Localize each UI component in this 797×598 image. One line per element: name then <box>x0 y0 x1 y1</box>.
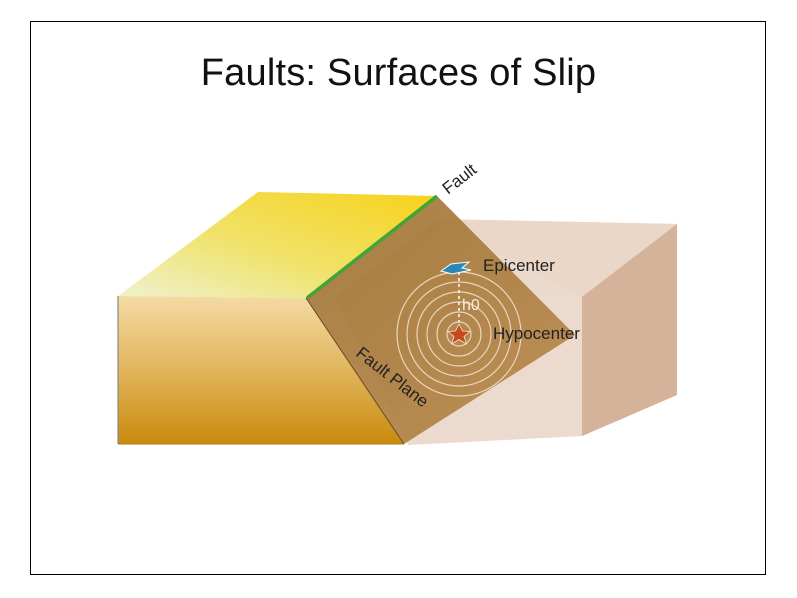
hanging-wall-side-face <box>582 224 677 436</box>
hypocenter-star-icon <box>446 323 472 345</box>
fault-label: Fault <box>439 160 481 198</box>
fault-plane-surface <box>306 196 575 444</box>
epicenter-marker-icon <box>439 261 472 275</box>
epicenter-label: Epicenter <box>483 256 555 275</box>
footwall-front-face <box>118 296 404 444</box>
slide-title: Faults: Surfaces of Slip <box>200 52 597 94</box>
depth-label: h0 <box>462 297 480 314</box>
fault-trace-line <box>305 194 439 300</box>
hypocenter-label: Hypocenter <box>493 324 580 343</box>
footwall-top-face <box>118 192 437 298</box>
